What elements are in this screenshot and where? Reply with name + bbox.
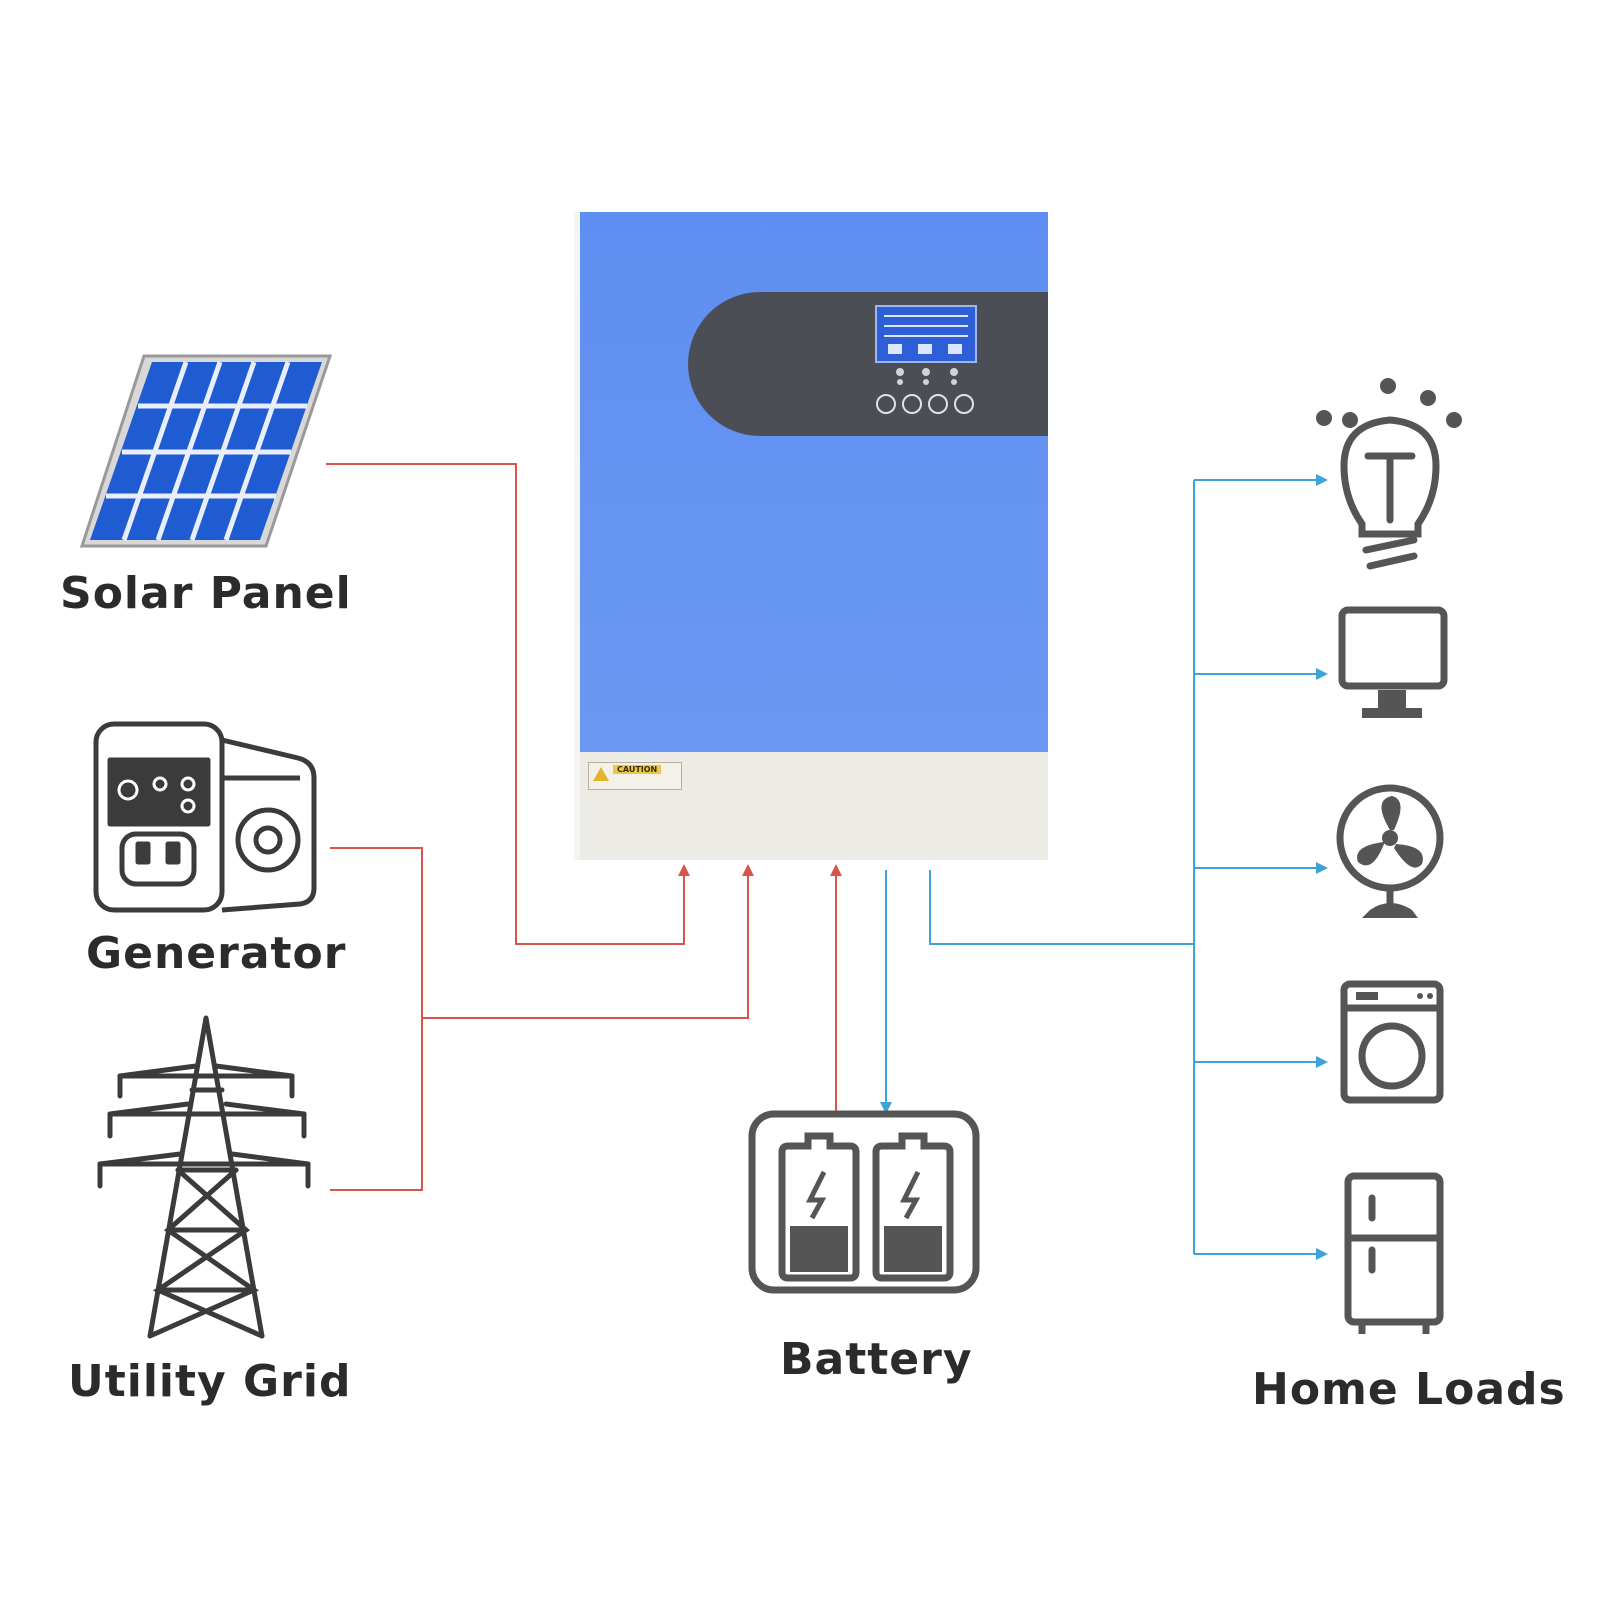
ac-input-to-inverter-line bbox=[422, 864, 754, 1019]
inverter-button-1 bbox=[876, 394, 896, 414]
generator-label: Generator bbox=[86, 928, 347, 979]
inverter-button-4 bbox=[954, 394, 974, 414]
hybrid-inverter-icon bbox=[574, 212, 1048, 860]
status-leds bbox=[896, 368, 958, 385]
lightbulb-icon bbox=[1316, 378, 1462, 570]
solar-to-inverter-line bbox=[326, 463, 690, 945]
battery-label: Battery bbox=[780, 1334, 973, 1385]
home-loads-label: Home Loads bbox=[1252, 1364, 1566, 1415]
control-panel bbox=[688, 292, 1048, 436]
generator-grid-bus-line bbox=[330, 847, 423, 1191]
refrigerator-icon bbox=[1344, 1172, 1444, 1334]
inverter-button-3 bbox=[928, 394, 948, 414]
connection-lines bbox=[326, 463, 1328, 1260]
solar-panel-icon bbox=[79, 354, 333, 548]
solar-panel-label: Solar Panel bbox=[60, 568, 352, 619]
caution-label: CAUTION bbox=[613, 765, 662, 774]
warning-icon bbox=[593, 767, 609, 781]
caution-sticker: CAUTION bbox=[588, 762, 682, 790]
generator-icon bbox=[93, 721, 317, 913]
fan-icon bbox=[1336, 784, 1444, 918]
utility-grid-label: Utility Grid bbox=[68, 1356, 352, 1407]
battery-pack-icon bbox=[748, 1110, 980, 1294]
inverter-output-line bbox=[929, 870, 1194, 945]
transmission-tower-icon bbox=[97, 1015, 311, 1339]
washing-machine-icon bbox=[1340, 980, 1444, 1104]
monitor-icon bbox=[1338, 606, 1448, 718]
inverter-button-2 bbox=[902, 394, 922, 414]
